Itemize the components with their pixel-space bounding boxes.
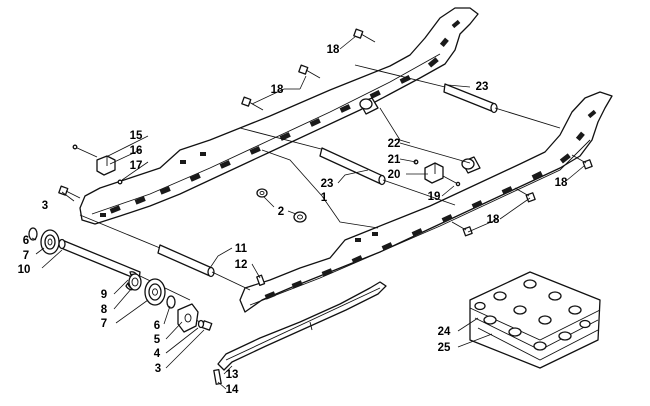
callout-6: 6: [23, 235, 29, 247]
callout-23: 23: [321, 178, 334, 190]
bolt-3-upper: [58, 185, 81, 199]
callout-19: 19: [428, 191, 441, 203]
callout-23: 23: [476, 81, 489, 93]
callout-17: 17: [130, 160, 143, 172]
rear-rail-slots: [100, 19, 461, 217]
callout-24: 24: [438, 326, 451, 338]
bearing-8: [128, 273, 142, 291]
front-rail-slots: [264, 109, 597, 300]
callout-6: 6: [154, 320, 160, 332]
track-clips: [474, 279, 591, 351]
washer-6-right: [166, 295, 176, 309]
callout-13: 13: [226, 369, 239, 381]
bracket-5: [177, 303, 199, 333]
callout-7: 7: [23, 250, 29, 262]
rear-rail: [79, 7, 479, 225]
callout-1: 1: [321, 192, 328, 204]
bolt-18-e: [514, 187, 536, 203]
spacer-2-left: [256, 188, 268, 198]
callout-9: 9: [101, 289, 107, 301]
callout-20: 20: [388, 169, 401, 181]
callout-4: 4: [154, 348, 161, 360]
bracket-20: [424, 162, 461, 187]
callout-18: 18: [487, 214, 500, 226]
callout-8: 8: [101, 304, 108, 316]
callout-11: 11: [235, 243, 248, 255]
callout-3: 3: [42, 200, 48, 212]
bolt-18-c: [241, 96, 264, 111]
front-rail: [239, 91, 613, 313]
callout-16: 16: [130, 145, 143, 157]
callout-12: 12: [235, 259, 248, 271]
cross-shaft-lower: [239, 127, 456, 206]
cross-shaft-upper: [354, 64, 561, 129]
callout-7: 7: [101, 318, 107, 330]
spacer-22-upper: [359, 97, 379, 115]
bolt-18-f: [451, 221, 473, 237]
washer-4: [197, 319, 205, 329]
callout-labels: 18 18 18 18 23 23 22 21 20 19 15 16 17 3…: [18, 44, 568, 396]
callout-2: 2: [278, 206, 284, 218]
slide-13: [217, 281, 387, 371]
callout-15: 15: [130, 130, 143, 142]
wheel-7-right: [144, 278, 166, 306]
callout-14: 14: [226, 384, 239, 396]
screw-14: [213, 368, 222, 385]
callout-18: 18: [555, 177, 568, 189]
callout-25: 25: [438, 342, 451, 354]
bolt-18-d: [571, 154, 593, 170]
callout-18: 18: [271, 84, 284, 96]
washer-6-left: [28, 227, 38, 241]
rear-axle-10: [58, 238, 191, 301]
front-axle-11: [79, 214, 251, 291]
callout-21: 21: [388, 154, 401, 166]
callout-10: 10: [18, 264, 31, 276]
spacer-22-lower: [461, 156, 481, 174]
leader-lines: [31, 35, 585, 390]
callout-22: 22: [388, 138, 401, 150]
callout-5: 5: [154, 334, 161, 346]
wheel-7-left: [40, 229, 60, 255]
callout-18: 18: [327, 44, 340, 56]
callout-3: 3: [155, 363, 161, 375]
bracket-16: [72, 144, 116, 176]
bolt-18-a: [353, 28, 376, 43]
spacer-2-right: [293, 211, 307, 223]
bolt-18-b: [298, 64, 321, 79]
pin-17: [117, 179, 123, 185]
track-clip-set: [469, 271, 601, 369]
